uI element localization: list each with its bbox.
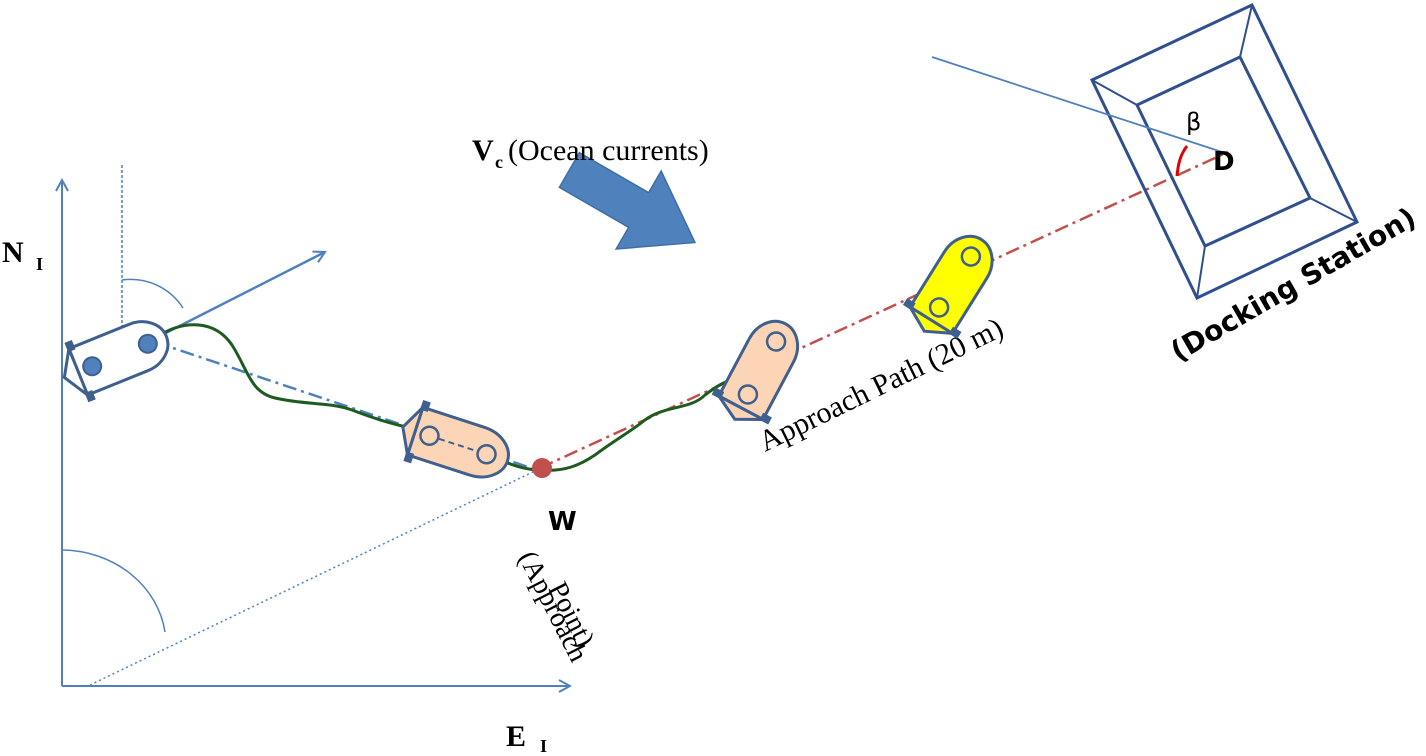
auv-icon: [902, 234, 994, 339]
north-axis-subscript: I: [36, 254, 43, 274]
approach-path-line: [539, 150, 1229, 470]
east-axis-subscript: I: [540, 736, 547, 756]
auv-icon: [62, 320, 170, 403]
heading-angle-arc: [121, 278, 184, 309]
auv-icon: [401, 400, 510, 479]
waypoint-icon: [532, 458, 552, 478]
docking-station-icon: [1089, 3, 1360, 300]
docking-station-label: (Docking Station): [1165, 201, 1422, 368]
beta-symbol: β: [1186, 108, 1201, 136]
north-axis-label: N: [2, 236, 24, 269]
docking-label-group: (Docking Station): [1165, 201, 1422, 368]
current-label: (Ocean currents): [508, 134, 709, 167]
docking-point-id: D: [1213, 147, 1235, 177]
inertial-axes: [62, 180, 570, 686]
east-axis-label: E: [506, 720, 526, 753]
current-symbol: V: [472, 134, 494, 167]
position-vector-line: [89, 469, 538, 686]
docking-axis-line: [931, 56, 1223, 153]
auv-icon: [711, 319, 800, 425]
beta-angle-arc: [1175, 145, 1189, 177]
approach-point-id: W: [548, 507, 577, 537]
current-arrow-icon: [558, 151, 697, 250]
current-symbol-subscript: c: [495, 152, 503, 172]
position-angle-arc: [61, 549, 166, 633]
